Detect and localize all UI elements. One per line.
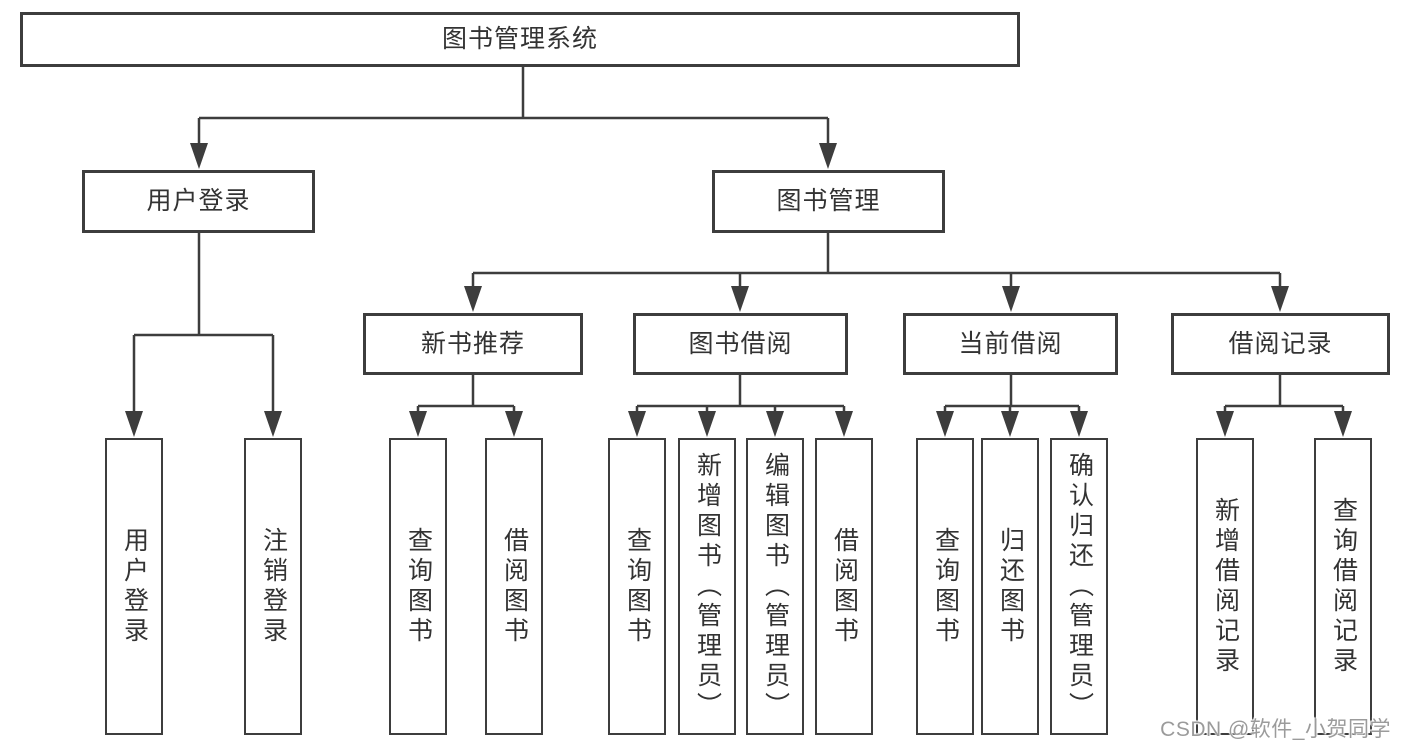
connector-segments (132, 67, 1345, 412)
node-borrowing-records: 借阅记录 (1171, 313, 1390, 375)
node-current-borrowing: 当前借阅 (903, 313, 1118, 375)
node-label: 查询图书 (623, 526, 652, 647)
leaf-query-books-current: 查询图书 (916, 438, 974, 735)
leaf-borrow-books-recommend: 借阅图书 (485, 438, 543, 735)
node-book-management: 图书管理 (712, 170, 945, 233)
node-label: 当前借阅 (958, 329, 1063, 358)
node-label: 图书借阅 (688, 329, 793, 358)
csdn-watermark: CSDN @软件_小贺同学 (1160, 718, 1391, 741)
leaf-edit-books-admin: 编辑图书（管理员） (746, 438, 804, 735)
leaf-return-books: 归还图书 (981, 438, 1039, 735)
node-label: 图书管理系统 (441, 25, 598, 53)
node-label: 新书推荐 (420, 329, 525, 358)
leaf-user-login: 用户登录 (105, 438, 163, 735)
node-label: 借阅图书 (830, 526, 859, 647)
node-label: 借阅记录 (1228, 329, 1333, 358)
leaf-add-books-admin: 新增图书（管理员） (678, 438, 736, 735)
leaf-logout: 注销登录 (244, 438, 302, 735)
node-label: 注销登录 (259, 526, 288, 647)
node-new-book-recommendation: 新书推荐 (363, 313, 583, 375)
leaf-query-books-borrow: 查询图书 (608, 438, 666, 735)
node-label: 查询图书 (404, 526, 433, 647)
node-book-borrowing: 图书借阅 (633, 313, 848, 375)
node-label: 查询图书 (931, 526, 960, 647)
node-user-login: 用户登录 (82, 170, 315, 233)
node-label: 归还图书 (996, 526, 1025, 647)
leaf-query-borrow-record: 查询借阅记录 (1314, 438, 1372, 735)
leaf-add-borrow-record: 新增借阅记录 (1196, 438, 1254, 735)
leaf-confirm-return-admin: 确认归还（管理员） (1050, 438, 1108, 735)
node-label: 查询借阅记录 (1329, 496, 1358, 677)
arrowheads (125, 143, 1352, 437)
node-label: 用户登录 (120, 526, 149, 647)
node-label: 借阅图书 (500, 526, 529, 647)
node-label: 新增借阅记录 (1211, 496, 1240, 677)
node-label: 新增图书（管理员） (693, 451, 722, 722)
node-label: 用户登录 (146, 187, 251, 215)
leaf-query-books-recommend: 查询图书 (389, 438, 447, 735)
node-label: 编辑图书（管理员） (761, 451, 790, 722)
node-library-management-system: 图书管理系统 (20, 12, 1020, 67)
node-label: 确认归还（管理员） (1065, 451, 1094, 722)
leaf-borrow-books: 借阅图书 (815, 438, 873, 735)
node-label: 图书管理 (776, 187, 881, 215)
